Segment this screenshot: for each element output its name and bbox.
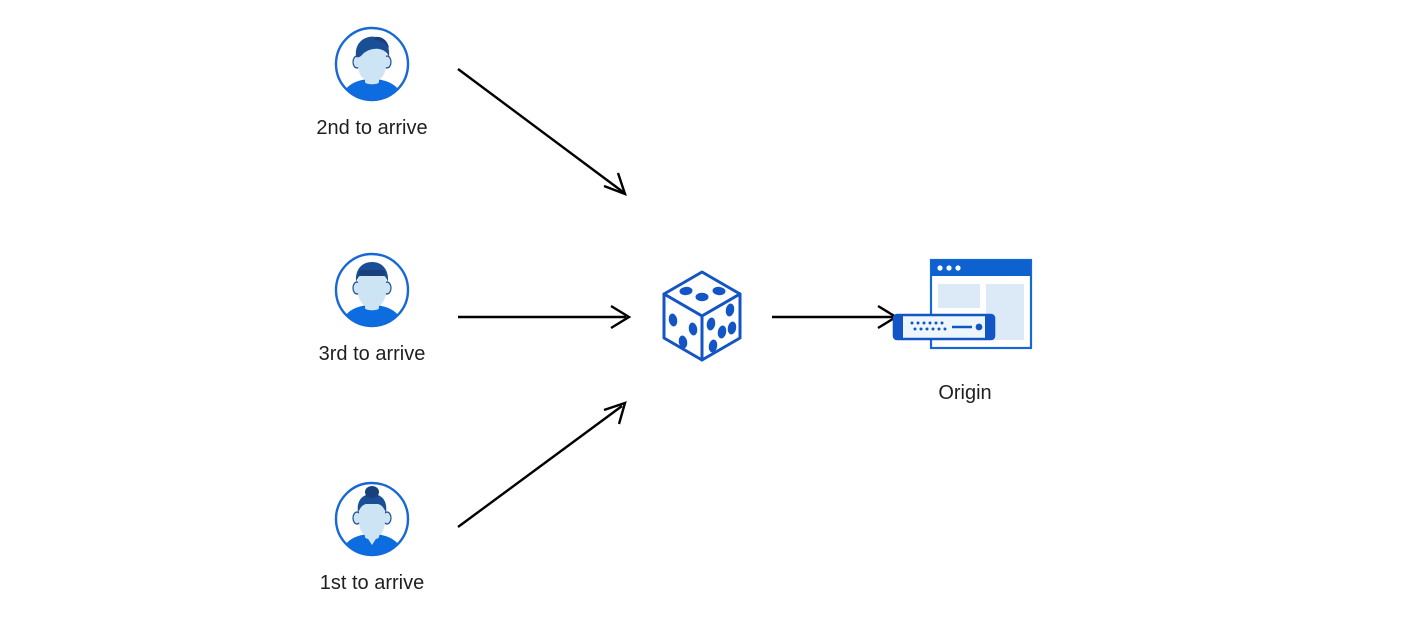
arrow-1st-to-dice: [457, 401, 627, 528]
server-device-icon: [892, 313, 996, 341]
user-avatar-icon: [334, 481, 410, 557]
dice-icon: [662, 270, 742, 362]
node-label-client-3rd: 3rd to arrive: [318, 343, 426, 365]
node-randomizer[interactable]: [658, 266, 746, 366]
arrow-dice-to-origin: [772, 304, 899, 330]
node-client-1st[interactable]: 1st to arrive: [292, 479, 452, 595]
user-avatar-icon: [334, 26, 410, 102]
node-client-3rd[interactable]: 3rd to arrive: [292, 250, 452, 366]
origin-server-icon: [892, 258, 1033, 350]
node-origin[interactable]: Origin: [888, 255, 1042, 405]
arrow-2nd-to-dice: [457, 68, 627, 197]
node-label-origin: Origin: [938, 382, 992, 404]
node-label-client-2nd: 2nd to arrive: [316, 117, 428, 139]
node-client-2nd[interactable]: 2nd to arrive: [292, 24, 452, 140]
node-label-client-1st: 1st to arrive: [319, 572, 425, 594]
arrow-3rd-to-dice: [458, 304, 632, 330]
user-avatar-icon: [334, 252, 410, 328]
